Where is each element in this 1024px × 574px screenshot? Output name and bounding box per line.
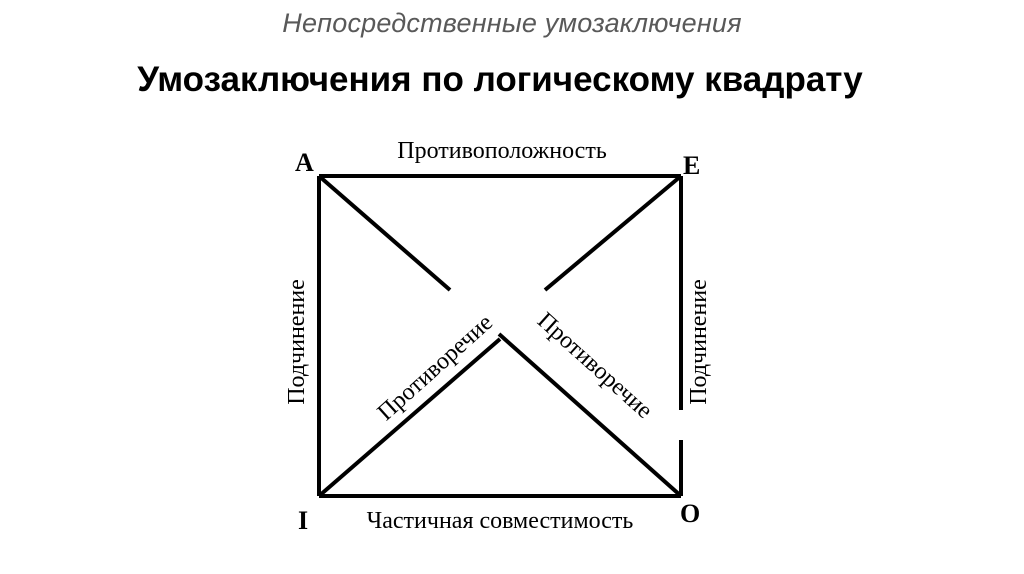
- corner-label-i: I: [298, 506, 308, 535]
- relation-label-left: Подчинение: [284, 279, 310, 405]
- corner-label-e: E: [683, 151, 700, 180]
- corner-label-o: O: [680, 499, 700, 528]
- diagonal-i-e-upper: [543, 174, 683, 292]
- relation-label-right: Подчинение: [686, 279, 712, 405]
- diagonal-a-o-upper: [317, 174, 452, 292]
- relation-label-bottom: Частичная совместимость: [367, 508, 634, 534]
- relation-label-diagonal-i-e: Противоречие: [373, 310, 498, 426]
- relation-label-top: Противоположность: [397, 138, 607, 164]
- relation-label-diagonal-a-o: Противоречие: [532, 308, 657, 424]
- slide-subtitle: Непосредственные умозаключения: [282, 8, 742, 38]
- diagonal-i-e-lower: [317, 337, 502, 498]
- corner-label-a: A: [295, 148, 314, 177]
- diagonal-a-o-lower: [497, 332, 683, 498]
- slide-title: Умозаключения по логическому квадрату: [137, 60, 863, 99]
